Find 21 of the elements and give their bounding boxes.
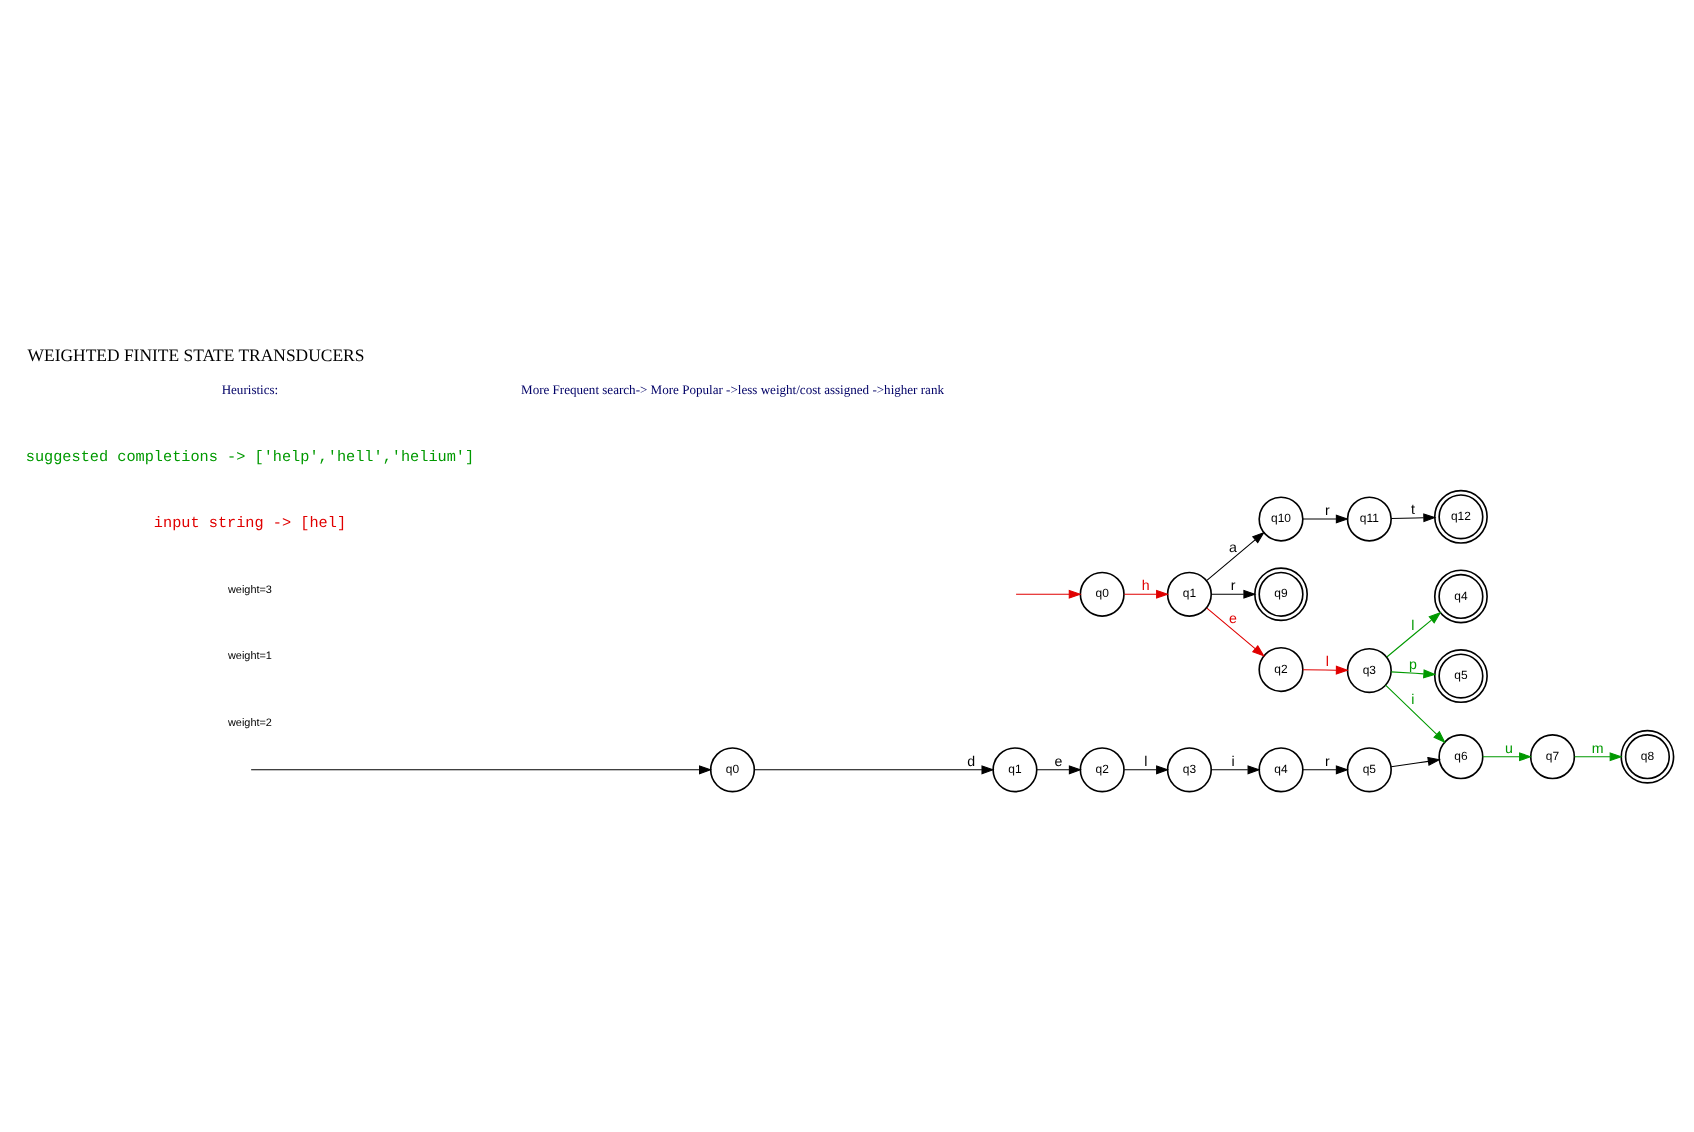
arrow xyxy=(1123,764,1170,774)
arrow xyxy=(1036,764,1082,774)
arrow xyxy=(1210,764,1261,774)
arrow xyxy=(1206,530,1265,580)
diagram-title: WEIGHTED FINITE STATE TRANSDUCERS xyxy=(27,343,365,364)
arrow xyxy=(250,764,713,774)
arrow xyxy=(754,764,995,774)
arrow xyxy=(1386,610,1442,657)
arrow xyxy=(1390,755,1441,767)
arrow xyxy=(1015,588,1082,598)
arrow xyxy=(1123,588,1170,598)
arrow xyxy=(1302,764,1349,774)
arrow xyxy=(1574,751,1623,761)
arrow xyxy=(1390,668,1437,678)
arrow xyxy=(1385,683,1446,743)
arrow xyxy=(1302,513,1349,523)
arrow xyxy=(1302,664,1349,674)
arrow xyxy=(1390,512,1437,522)
arrow xyxy=(1210,588,1257,598)
arrow xyxy=(1482,751,1533,761)
arrow xyxy=(1206,606,1265,656)
